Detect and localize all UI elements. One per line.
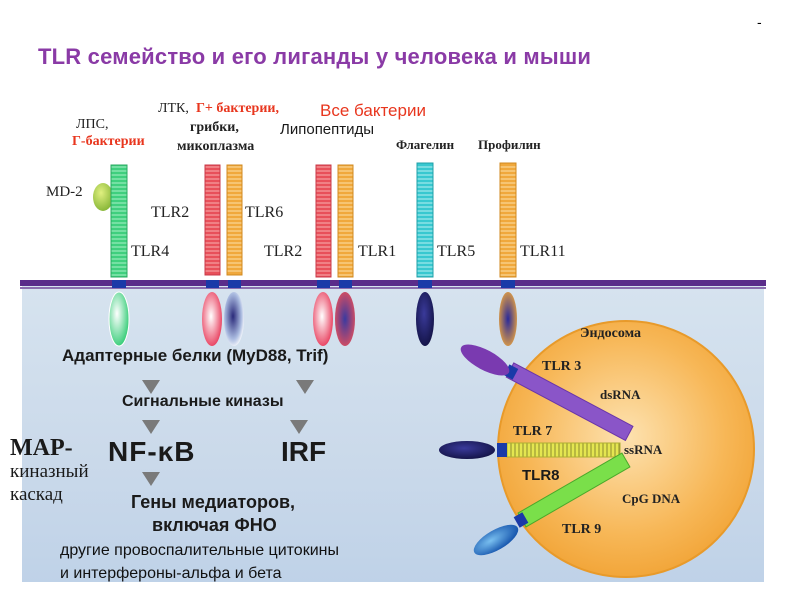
- label-tlr5: TLR5: [437, 243, 476, 260]
- tir-domain-tlr1: [335, 292, 355, 346]
- tm-tlr7: [497, 443, 507, 457]
- label-ssrna: ssRNA: [624, 442, 663, 457]
- tir-tlr9: [473, 524, 519, 556]
- tir-domain-tlr4: [108, 291, 130, 347]
- arrow-to-kinases-left: [142, 380, 160, 394]
- md2-label: MD-2: [46, 184, 83, 200]
- tlr2a-receptor: [204, 164, 221, 276]
- arrow-to-kinases-right: [296, 380, 314, 394]
- mediator-genes-line1: Гены медиаторов,: [131, 492, 296, 512]
- arrow-to-genes: [142, 472, 160, 486]
- ligand-fungi: грибки,: [190, 120, 239, 135]
- ligand-lipopeptides: Липопептиды: [280, 121, 375, 138]
- irf-label: IRF: [281, 436, 327, 467]
- tlr7-receptor: [506, 442, 621, 458]
- tir-tlr3: [460, 344, 510, 376]
- label-tlr6: TLR6: [245, 204, 284, 221]
- tlr4-receptor: [110, 164, 128, 278]
- kinases-label: Сигнальные киназы: [122, 393, 284, 410]
- page-title: TLR семейство и его лиганды у человека и…: [38, 44, 592, 69]
- tm-segment: [339, 280, 352, 288]
- md2-protein: [93, 183, 113, 211]
- ligand-gram-pos: Г+ бактерии,: [196, 101, 279, 116]
- map-kinase-line2: киназный: [10, 461, 89, 482]
- ligand-lps: ЛПС,: [76, 117, 109, 132]
- tlr5-receptor: [416, 162, 434, 278]
- cell-membrane: [20, 280, 766, 286]
- label-dsrna: dsRNA: [600, 387, 641, 402]
- tlr1-receptor: [337, 164, 354, 278]
- arrow-to-irf: [290, 420, 308, 434]
- ligand-profilin: Профилин: [478, 137, 541, 152]
- label-tlr4: TLR4: [131, 243, 170, 260]
- tir-domain-tlr6: [224, 292, 244, 346]
- label-tlr3: TLR 3: [542, 359, 582, 374]
- membrane-inner-line: [20, 287, 766, 289]
- label-tlr2b: TLR2: [264, 243, 303, 260]
- ligand-mycoplasma: микоплазма: [177, 139, 255, 154]
- tir-domain-tlr2a: [202, 292, 222, 346]
- corner-mark: -: [757, 14, 762, 30]
- mediator-genes-line2: включая ФНО: [152, 515, 277, 535]
- tm-segment: [112, 280, 126, 288]
- tm-segment: [206, 280, 219, 288]
- tir-tlr7: [439, 441, 495, 459]
- label-cpg-dna: CpG DNA: [622, 491, 681, 506]
- label-tlr7: TLR 7: [513, 424, 553, 439]
- ligand-all-bacteria: Все бактерии: [320, 101, 426, 120]
- tlr2b-receptor: [315, 164, 332, 278]
- label-tlr2a: TLR2: [151, 204, 190, 221]
- tm-segment: [501, 280, 515, 288]
- nfkb-label: NF-ĸB: [108, 436, 196, 467]
- tm-segment: [317, 280, 330, 288]
- tm-tlr9: [513, 512, 529, 528]
- tlr11-receptor: [499, 162, 517, 278]
- label-tlr1: TLR1: [358, 243, 397, 260]
- arrow-to-nfkb: [142, 420, 160, 434]
- ligand-ltk: ЛТК,: [158, 101, 189, 116]
- cytokines-line1: другие провоспалительные цитокины: [60, 542, 339, 559]
- label-tlr8: TLR8: [522, 467, 560, 484]
- map-kinase-line1: MAP-: [10, 435, 73, 461]
- tir-domain-tlr5: [416, 292, 434, 346]
- tm-segment: [228, 280, 241, 288]
- ligand-gram-neg: Г-бактерии: [72, 134, 145, 149]
- adapters-label: Адаптерные белки (MyD88, Trif): [62, 346, 329, 365]
- ligand-flagellin: Флагелин: [396, 137, 455, 152]
- endosome-label: Эндосома: [580, 326, 642, 341]
- cytokines-line2: и интерфероны-альфа и бета: [60, 565, 282, 582]
- tm-segment: [418, 280, 432, 288]
- tir-domain-tlr11: [499, 292, 517, 346]
- tlr6-receptor: [226, 164, 243, 276]
- tir-domain-tlr2b: [313, 292, 333, 346]
- map-kinase-line3: каскад: [10, 484, 63, 505]
- label-tlr11: TLR11: [520, 243, 566, 260]
- label-tlr9: TLR 9: [562, 522, 602, 537]
